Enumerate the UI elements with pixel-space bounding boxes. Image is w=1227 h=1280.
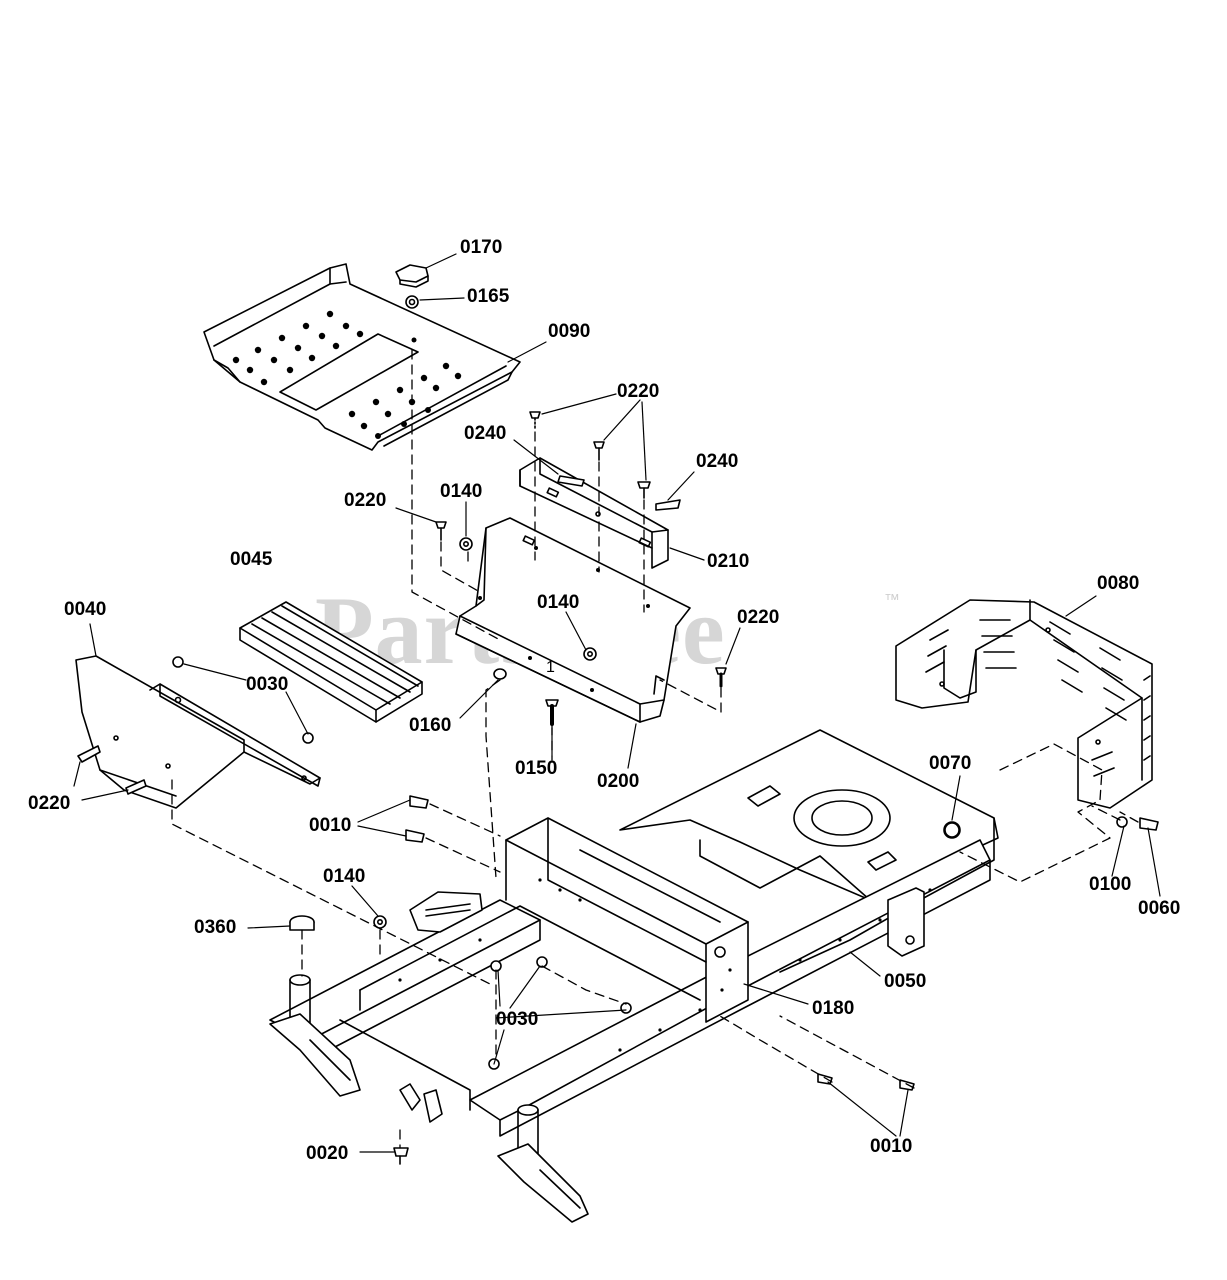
callout-0200: 0200 [597, 771, 640, 792]
callout-0150: 0150 [515, 758, 558, 779]
callout-0140-top: 0140 [440, 481, 483, 502]
callout-0020: 0020 [306, 1143, 349, 1164]
leader-lines [73, 253, 1161, 1153]
front-casters [269, 974, 589, 1223]
knob-0170 [395, 264, 429, 309]
callout-0140-bottom: 0140 [323, 866, 366, 887]
callout-0240-left: 0240 [464, 423, 507, 444]
main-frame-0050 [269, 729, 999, 1137]
callout-0050: 0050 [884, 971, 927, 992]
callout-0100: 0100 [1089, 874, 1132, 895]
seat-plate-0200: 1 [455, 517, 691, 723]
callout-0030-left: 0030 [246, 674, 289, 695]
callout-0210: 0210 [707, 551, 750, 572]
callout-0045: 0045 [230, 549, 273, 570]
callout-0030-bottom: 0030 [496, 1009, 539, 1030]
callout-0220-top: 0220 [617, 381, 660, 402]
callout-0080: 0080 [1097, 573, 1140, 594]
rear-shield-0080 [895, 599, 1153, 809]
side-cover-0040 [75, 655, 321, 809]
callout-0090: 0090 [548, 321, 591, 342]
callout-0165: 0165 [467, 286, 510, 307]
callout-0180: 0180 [812, 998, 855, 1019]
callout-0140-mid: 0140 [537, 592, 580, 613]
callout-0220-right: 0220 [737, 607, 780, 628]
callout-0360: 0360 [194, 917, 237, 938]
callout-0160: 0160 [409, 715, 452, 736]
step-0045 [239, 601, 423, 723]
callout-0060: 0060 [1138, 898, 1181, 919]
callout-0070: 0070 [929, 753, 972, 774]
callout-0240-right: 0240 [696, 451, 739, 472]
callout-0170: 0170 [460, 237, 503, 258]
tag-label: 1 [546, 659, 555, 676]
foot-plate-0090 [203, 263, 521, 451]
callout-0220-mid: 0220 [344, 490, 387, 511]
callout-0040: 0040 [64, 599, 107, 620]
bracket-0210 [519, 457, 669, 569]
callout-0010-lower: 0010 [870, 1136, 913, 1157]
callout-0220-bottom-left: 0220 [28, 793, 71, 814]
callout-0010-upper: 0010 [309, 815, 352, 836]
trademark-symbol: ™ [884, 592, 900, 609]
